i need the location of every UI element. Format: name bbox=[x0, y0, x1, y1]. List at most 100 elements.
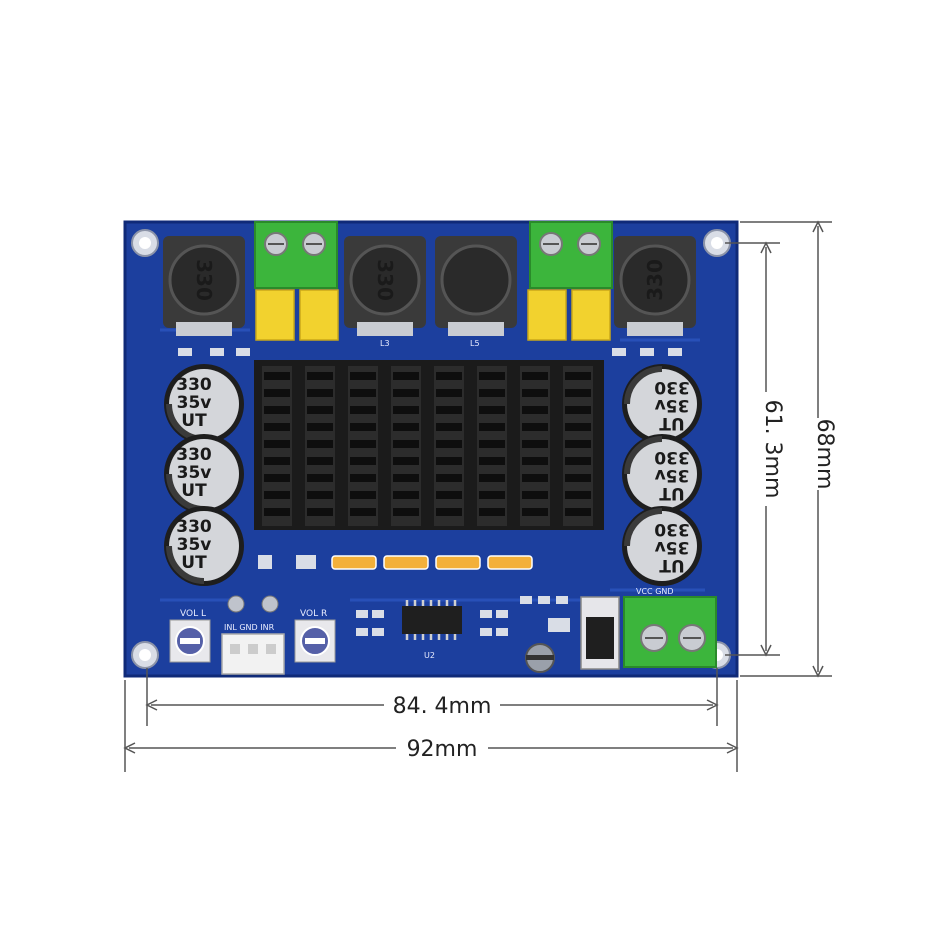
heatsink-fin-groove bbox=[393, 474, 419, 482]
heatsink-fin-groove bbox=[350, 406, 376, 414]
heatsink-fin-groove bbox=[479, 372, 505, 380]
heatsink-fin-groove bbox=[307, 491, 333, 499]
heatsink-fin-groove bbox=[264, 423, 290, 431]
heatsink-fin-groove bbox=[264, 474, 290, 482]
heatsink-fin-groove bbox=[393, 406, 419, 414]
heatsink-fin-groove bbox=[393, 440, 419, 448]
smd-resistors-row bbox=[258, 555, 533, 570]
capacitor-polarity-stripe bbox=[166, 545, 205, 584]
heatsink-fin-groove bbox=[436, 372, 462, 380]
capacitor-top bbox=[627, 439, 697, 509]
heatsink-fin-groove bbox=[479, 440, 505, 448]
capacitor-polarity-stripe bbox=[624, 366, 663, 405]
volume-pot-left bbox=[169, 619, 211, 663]
heatsink-fin-groove bbox=[307, 440, 333, 448]
heatsink-fin-groove bbox=[479, 406, 505, 414]
heatsink-fin-groove bbox=[264, 440, 290, 448]
capacitor-marking-line: 330 bbox=[176, 375, 212, 395]
heatsink-fin-groove bbox=[307, 423, 333, 431]
capacitor-marking-line: 330 bbox=[654, 447, 690, 467]
capacitor-marking-line: UT bbox=[181, 481, 207, 501]
power-terminal bbox=[623, 596, 717, 668]
heatsink-fin-groove bbox=[393, 457, 419, 465]
heatsink-fin-groove bbox=[436, 457, 462, 465]
heatsink-fin-groove bbox=[522, 423, 548, 431]
capacitor-marking-line: 330 bbox=[176, 517, 212, 537]
dimension-board-width bbox=[123, 680, 739, 772]
heatsink-fin-groove bbox=[479, 457, 505, 465]
capacitor-marking-line: 35v bbox=[177, 393, 212, 413]
heatsink-fin-groove bbox=[522, 406, 548, 414]
capacitor-marking-line: UT bbox=[659, 555, 685, 575]
amplifier-chip bbox=[402, 600, 462, 640]
heatsink-fin-groove bbox=[436, 440, 462, 448]
heatsink-fin-groove bbox=[479, 423, 505, 431]
heatsink-fin-groove bbox=[479, 474, 505, 482]
small-electrolytic-cap bbox=[525, 643, 555, 673]
silk-power: VCC GND bbox=[636, 587, 674, 596]
inductor-center-right: L5 bbox=[435, 236, 517, 348]
inductor-left-label: 330 bbox=[192, 259, 216, 301]
capacitor-marking-line: UT bbox=[659, 483, 685, 503]
heatsink-fin-groove bbox=[565, 406, 591, 414]
heatsink-fin-groove bbox=[393, 491, 419, 499]
heatsink bbox=[254, 360, 604, 530]
capacitor-marking-line: 35v bbox=[655, 537, 690, 557]
heatsink-fin-groove bbox=[350, 474, 376, 482]
heatsink-fin-groove bbox=[436, 406, 462, 414]
audio-input-connector bbox=[221, 633, 285, 675]
silk-input-pins: INL GND INR bbox=[224, 623, 275, 632]
inductor-center-left: 330 L3 bbox=[344, 236, 426, 348]
heatsink-fin-groove bbox=[264, 457, 290, 465]
heatsink-fin-groove bbox=[264, 491, 290, 499]
heatsink-fin-groove bbox=[350, 372, 376, 380]
heatsink-fin-groove bbox=[393, 389, 419, 397]
heatsink-fin-groove bbox=[350, 440, 376, 448]
capacitor-marking-line: 35v bbox=[177, 463, 212, 483]
volume-pot-right bbox=[294, 619, 336, 663]
heatsink-fin-groove bbox=[264, 372, 290, 380]
heatsink-fin-groove bbox=[307, 389, 333, 397]
capacitor-top bbox=[627, 511, 697, 581]
heatsink-fin-groove bbox=[565, 423, 591, 431]
capacitor-top bbox=[627, 369, 697, 439]
label-board-height: 68mm bbox=[812, 419, 837, 490]
heatsink-fin-groove bbox=[350, 423, 376, 431]
heatsink-fin-groove bbox=[565, 491, 591, 499]
capacitor-marking-line: 35v bbox=[177, 535, 212, 555]
heatsink-fin-groove bbox=[393, 423, 419, 431]
silk-vol-r: VOL R bbox=[300, 609, 327, 619]
heatsink-fin-groove bbox=[522, 372, 548, 380]
heatsink-fin-groove bbox=[522, 474, 548, 482]
dimension-hole-spacing-horizontal bbox=[145, 668, 719, 726]
label-hole-spacing-vertical: 61. 3mm bbox=[760, 400, 785, 499]
label-board-width: 92mm bbox=[407, 737, 478, 762]
heatsink-fin-groove bbox=[522, 389, 548, 397]
capacitor-marking-line: 35v bbox=[655, 465, 690, 485]
heatsink-fin-groove bbox=[565, 372, 591, 380]
film-capacitors bbox=[255, 289, 611, 341]
capacitor-top bbox=[169, 439, 239, 509]
voltage-regulator bbox=[580, 596, 620, 670]
capacitor-marking-line: 330 bbox=[176, 445, 212, 465]
heatsink-fin-groove bbox=[436, 491, 462, 499]
capacitor-polarity-stripe bbox=[624, 436, 663, 475]
capacitor-marking-line: UT bbox=[181, 553, 207, 573]
heatsink-fin-groove bbox=[307, 372, 333, 380]
silk-vol-l: VOL L bbox=[180, 609, 206, 619]
smd-components-top bbox=[178, 348, 682, 356]
heatsink-fin-groove bbox=[350, 389, 376, 397]
inductor-right: 330 bbox=[614, 236, 696, 336]
heatsink-fin-groove bbox=[565, 457, 591, 465]
capacitor-marking-line: 35v bbox=[655, 395, 690, 415]
heatsink-fin-groove bbox=[264, 389, 290, 397]
